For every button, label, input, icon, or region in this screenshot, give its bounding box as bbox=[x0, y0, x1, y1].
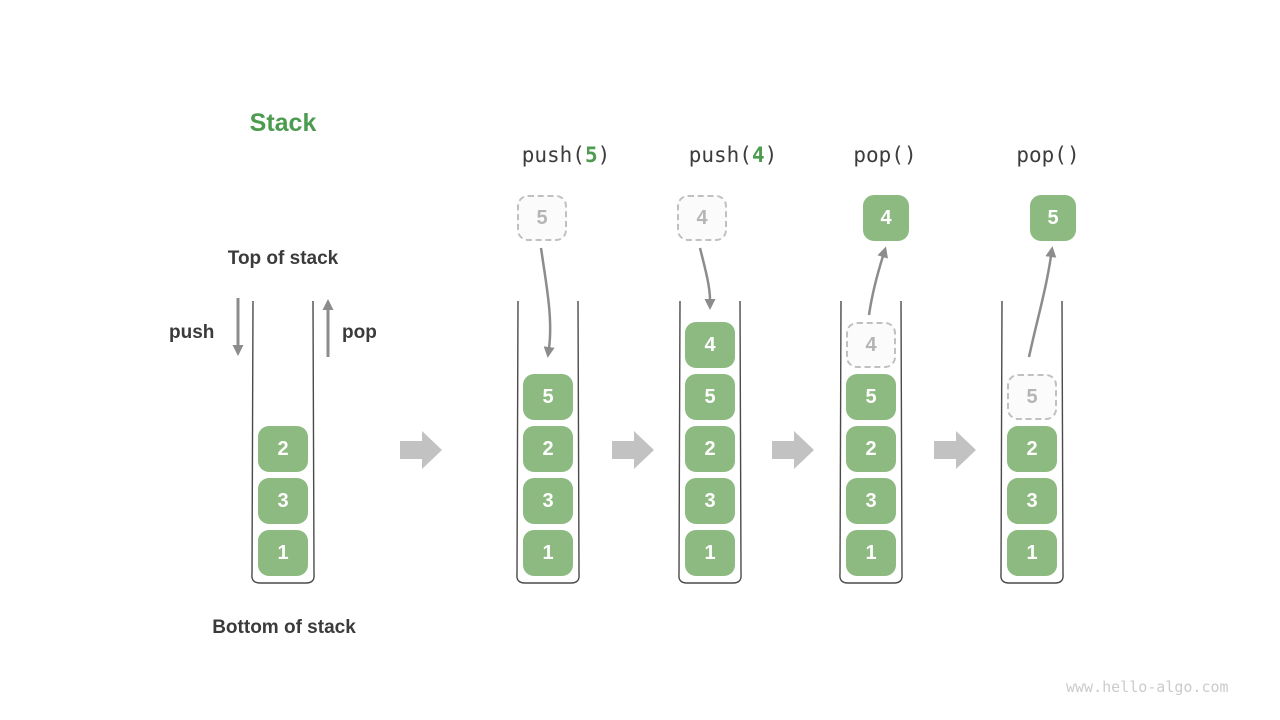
stack-block-2: 2 bbox=[685, 426, 735, 472]
transition-arrow-icon bbox=[612, 431, 654, 469]
pop-label: pop bbox=[342, 322, 377, 343]
bottom-of-stack-label: Bottom of stack bbox=[212, 617, 356, 638]
after-pop-4-operation-label: pop() bbox=[853, 143, 917, 167]
push4-curve-arrow bbox=[698, 247, 716, 310]
stack-block-1: 1 bbox=[258, 530, 308, 576]
floating-block-4: 4 bbox=[863, 195, 909, 241]
after-pop-5-operation-label: pop() bbox=[1016, 143, 1080, 167]
floating-block-4: 4 bbox=[677, 195, 727, 241]
transition-arrow-icon bbox=[400, 431, 442, 469]
stack-block-2: 2 bbox=[1007, 426, 1057, 472]
diagram-title: Stack bbox=[249, 109, 317, 137]
stack-block-2: 2 bbox=[523, 426, 573, 472]
stack-block-3: 3 bbox=[846, 478, 896, 524]
stack-block-1: 1 bbox=[523, 530, 573, 576]
stack-block-1: 1 bbox=[1007, 530, 1057, 576]
stack-block-1: 1 bbox=[846, 530, 896, 576]
pop4-curve-arrow bbox=[867, 246, 888, 316]
stack-block-2: 2 bbox=[258, 426, 308, 472]
stack-block-5: 5 bbox=[685, 374, 735, 420]
floating-block-5: 5 bbox=[1030, 195, 1076, 241]
stack-block-1: 1 bbox=[685, 530, 735, 576]
push5-curve-arrow bbox=[539, 247, 555, 358]
stack-block-3: 3 bbox=[523, 478, 573, 524]
after-push-5-operation-label: push(5) bbox=[521, 143, 611, 167]
stack-block-5: 5 bbox=[846, 374, 896, 420]
stack-block-5: 5 bbox=[523, 374, 573, 420]
stack-block-4: 4 bbox=[685, 322, 735, 368]
watermark: www.hello-algo.com bbox=[1066, 678, 1229, 696]
after-push-4-operation-label: push(4) bbox=[688, 143, 778, 167]
stack-block-2: 2 bbox=[846, 426, 896, 472]
stack-block-3: 3 bbox=[685, 478, 735, 524]
push-label: push bbox=[169, 322, 215, 343]
stack-block-3: 3 bbox=[258, 478, 308, 524]
transition-arrow-icon bbox=[934, 431, 976, 469]
top-of-stack-label: Top of stack bbox=[227, 248, 339, 269]
pop5-curve-arrow bbox=[1027, 246, 1057, 358]
transition-arrow-icon bbox=[772, 431, 814, 469]
floating-block-5: 5 bbox=[517, 195, 567, 241]
popped-slot-5: 5 bbox=[1007, 374, 1057, 420]
stack-block-3: 3 bbox=[1007, 478, 1057, 524]
popped-slot-4: 4 bbox=[846, 322, 896, 368]
